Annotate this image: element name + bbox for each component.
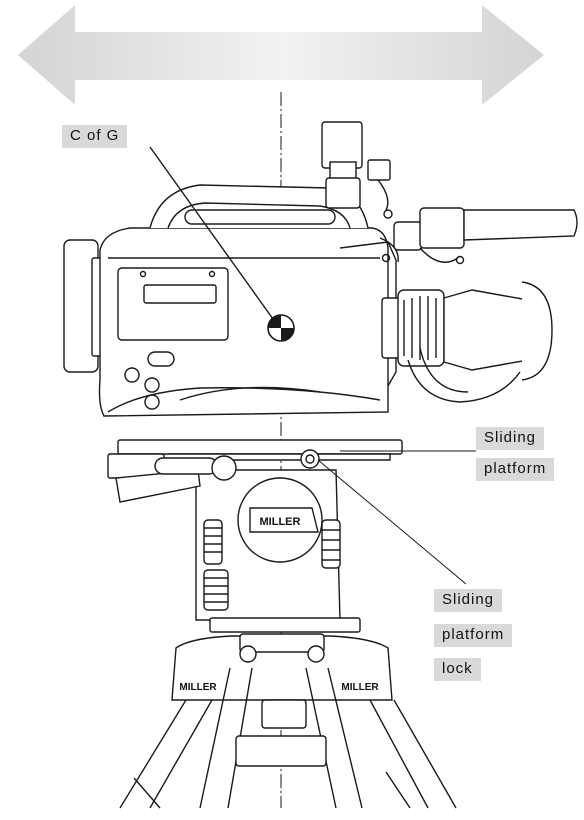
brand-mark-left: MILLER [179, 682, 217, 693]
cog-leader-line [149, 146, 279, 327]
sliding-platform-lock-leader-line [317, 459, 467, 585]
double-arrow [18, 5, 544, 105]
fluid-head [115, 455, 361, 633]
camera [63, 121, 578, 417]
brand-mark-right: MILLER [341, 682, 379, 693]
sliding-platform-lock-label-line1: Sliding [434, 589, 503, 612]
cog-label: C of G [62, 125, 128, 148]
sliding-platform-lock-label-line3: lock [434, 658, 481, 681]
sliding-platform-lock-label-line2: platform [434, 624, 513, 647]
tripod [119, 633, 457, 809]
brand-mark-head: MILLER [260, 516, 301, 528]
sliding-platform-label-line2: platform [476, 458, 555, 481]
sliding-platform-label-line1: Sliding [476, 427, 545, 450]
centre-of-gravity-symbol [267, 314, 295, 342]
